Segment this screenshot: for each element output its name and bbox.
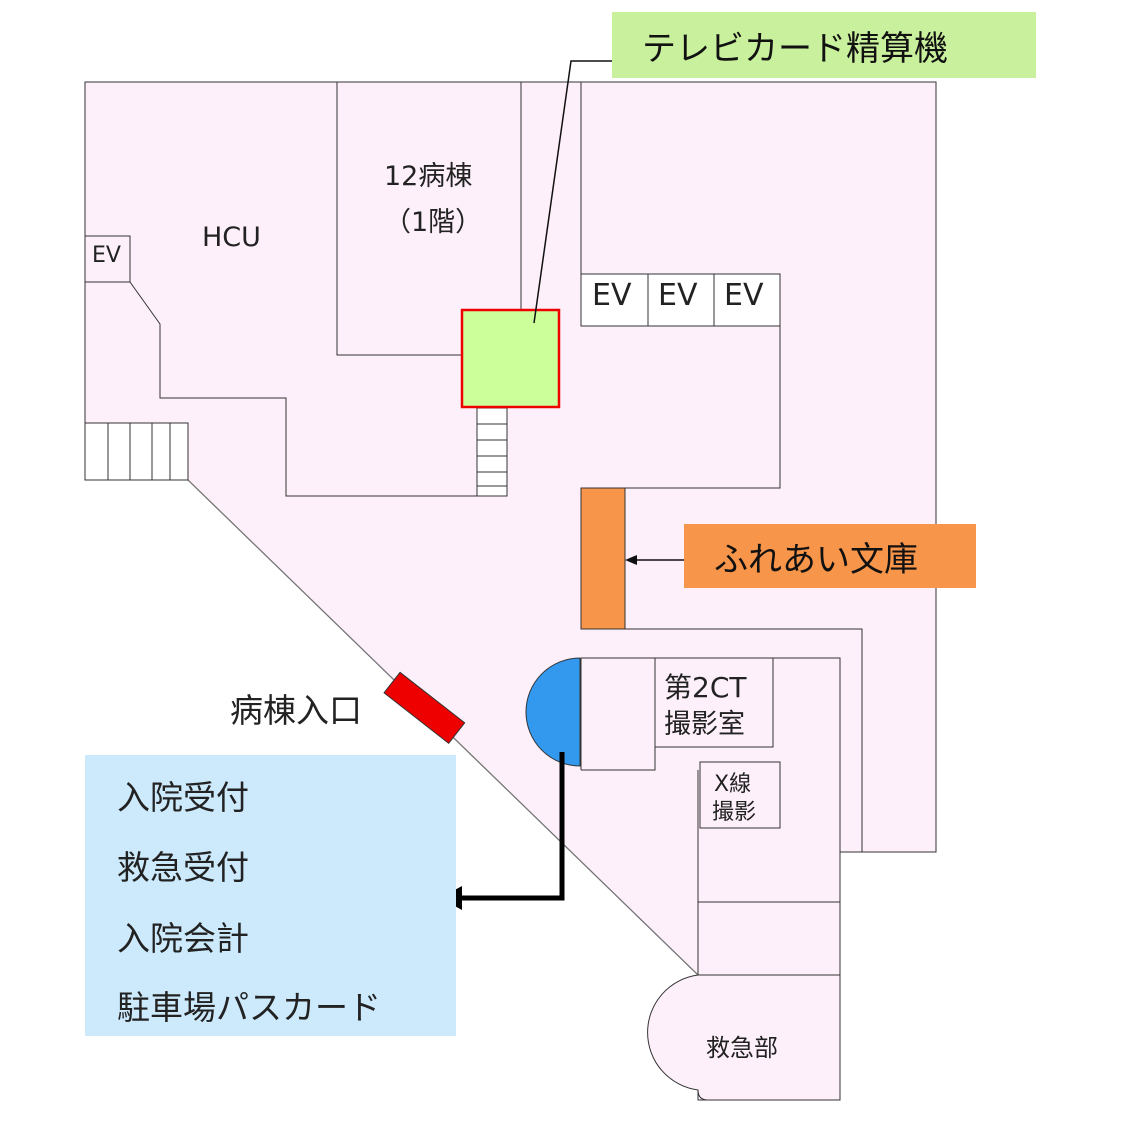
- room-ward12-floor-label: （1階）: [384, 207, 483, 238]
- ev-label-3: EV: [724, 278, 764, 313]
- tv-card-machine: [460, 308, 561, 409]
- ev-small-label: EV: [92, 243, 121, 268]
- bunko-arrow-head: [625, 555, 637, 565]
- info-item-parking: 駐車場パスカード: [117, 988, 381, 1027]
- tv-card-leader-line: [533, 60, 612, 324]
- tv-card-label-text: テレビカード精算機: [642, 28, 948, 69]
- ward-entrance-label: 病棟入口: [230, 691, 362, 730]
- ward-entrance-marker: [383, 671, 466, 745]
- ev-label-1: EV: [592, 278, 632, 313]
- stairs-middle: [476, 407, 508, 497]
- ev-bank: [580, 273, 781, 327]
- info-item-billing: 入院会計: [117, 919, 249, 958]
- ev-corridor-wall: [625, 326, 781, 489]
- bunko-shelf: [580, 487, 626, 630]
- emergency-label: 救急部: [706, 1034, 778, 1062]
- ev-label-2: EV: [658, 278, 698, 313]
- bunko-label-text: ふれあい文庫: [714, 539, 918, 580]
- xray-label-1: X線: [714, 772, 752, 797]
- room-hcu-label: HCU: [202, 222, 261, 253]
- ct-room-label-1: 第2CT: [664, 671, 747, 704]
- xray-room: [699, 761, 781, 829]
- ward12-wall: [336, 82, 462, 356]
- info-item-emergency: 救急受付: [117, 848, 249, 887]
- bunko-label: ふれあい文庫: [684, 524, 976, 588]
- ev-small-room: [85, 235, 131, 283]
- info-box: 入院受付 救急受付 入院会計 駐車場パスカード: [85, 755, 456, 1036]
- hcu-wall: [129, 281, 507, 497]
- emergency-room: [647, 974, 841, 1101]
- room-ward12-label: 12病棟: [384, 161, 473, 192]
- xray-label-2: 撮影: [712, 800, 757, 825]
- ct-room-label-2: 撮影室: [664, 709, 745, 740]
- info-arrow-line: [458, 752, 565, 901]
- info-item-admission: 入院受付: [117, 778, 249, 817]
- stairs-left: [84, 422, 189, 481]
- ct-room-2: [654, 657, 774, 748]
- tv-card-label: テレビカード精算機: [612, 12, 1036, 78]
- right-corridor-wall: [625, 628, 863, 852]
